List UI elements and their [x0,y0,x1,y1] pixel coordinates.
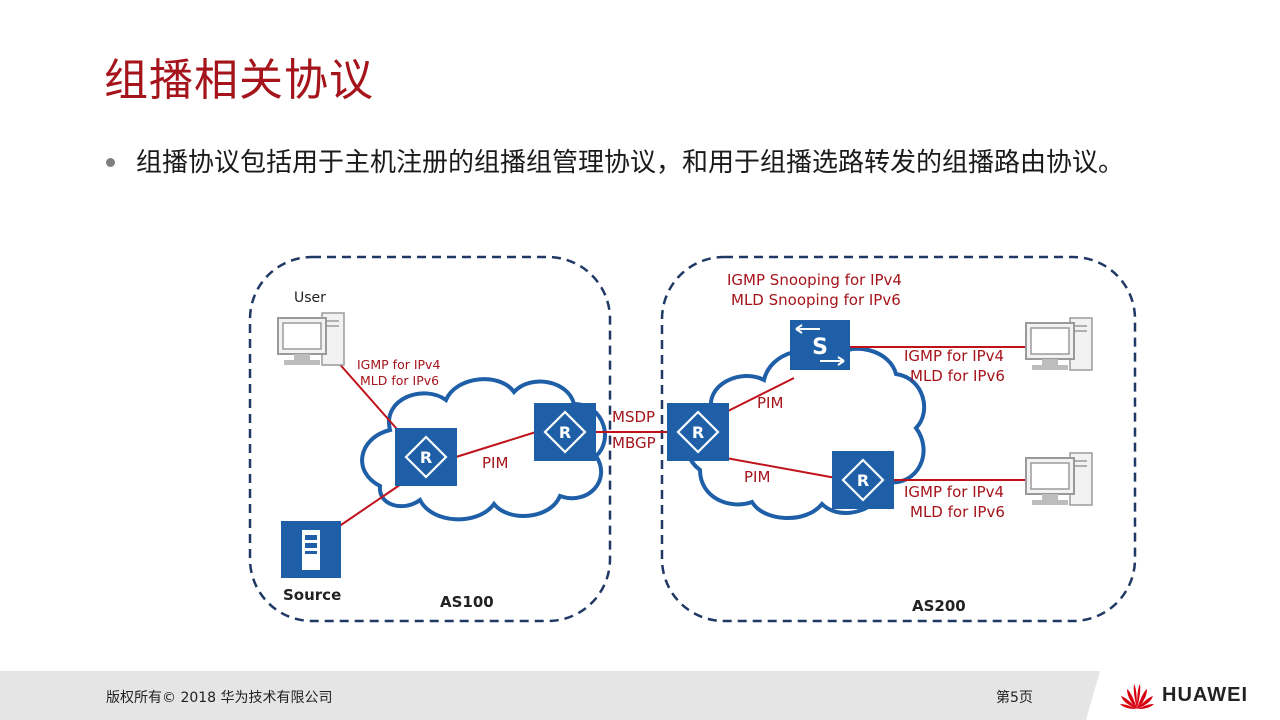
mld-label-as200-top: MLD for IPv6 [910,367,1005,385]
bullet-marker [106,158,115,167]
link-user-router [335,359,405,438]
router-letter: R [420,448,432,467]
footer-copyright: 版权所有© 2018 华为技术有限公司 [106,690,333,706]
link-router-switch [725,377,795,413]
igmp-label-as200-bottom: IGMP for IPv4 [904,483,1004,501]
switch-icon: S [790,320,850,370]
pc-icon-user [277,312,345,366]
pim-label-as100: PIM [482,454,508,472]
mbgp-label: MBGP [612,434,656,452]
source-label: Source [283,586,341,604]
mld-snooping-label: MLD Snooping for IPv6 [731,291,901,309]
multicast-protocol-diagram: R R R R S User Source AS100 IGMP for IPv… [248,255,1137,623]
as100-boundary [248,255,612,623]
huawei-logo-icon [1120,684,1154,709]
router-letter: R [857,471,869,490]
pim-label-as200-bottom: PIM [744,468,770,486]
links [335,346,1026,528]
page-number: 第5页 [996,690,1033,706]
brand-name: HUAWEI [1162,684,1248,706]
router-letter: R [692,423,704,442]
pc-icon-as200-top [1025,317,1093,371]
link-source-router [337,477,411,528]
pim-label-as200-top: PIM [757,394,783,412]
footer-logo-area [1086,671,1280,720]
as100-label: AS100 [440,593,494,611]
server-icon [281,521,341,578]
user-label: User [294,290,326,306]
pc-icon-as200-bottom [1025,452,1093,506]
mld-label-as100: MLD for IPv6 [360,373,439,388]
link-router-router-as100 [455,431,537,458]
msdp-label: MSDP [612,408,655,426]
footer: 版权所有© 2018 华为技术有限公司 第5页 HUAWEI [0,671,1280,720]
link-router-router-as200 [725,457,837,479]
router-letter: R [559,423,571,442]
bullet-text: 组播协议包括用于主机注册的组播组管理协议，和用于组播选路转发的组播路由协议。 [136,148,1125,178]
igmp-snooping-label: IGMP Snooping for IPv4 [727,271,902,289]
igmp-label-as100: IGMP for IPv4 [357,357,440,372]
as200-label: AS200 [912,597,966,615]
router-letters: R R R R [420,423,869,490]
mld-label-as200-bottom: MLD for IPv6 [910,503,1005,521]
switch-letter: S [812,335,828,360]
page-title: 组播相关协议 [104,55,374,106]
igmp-label-as200-top: IGMP for IPv4 [904,347,1004,365]
